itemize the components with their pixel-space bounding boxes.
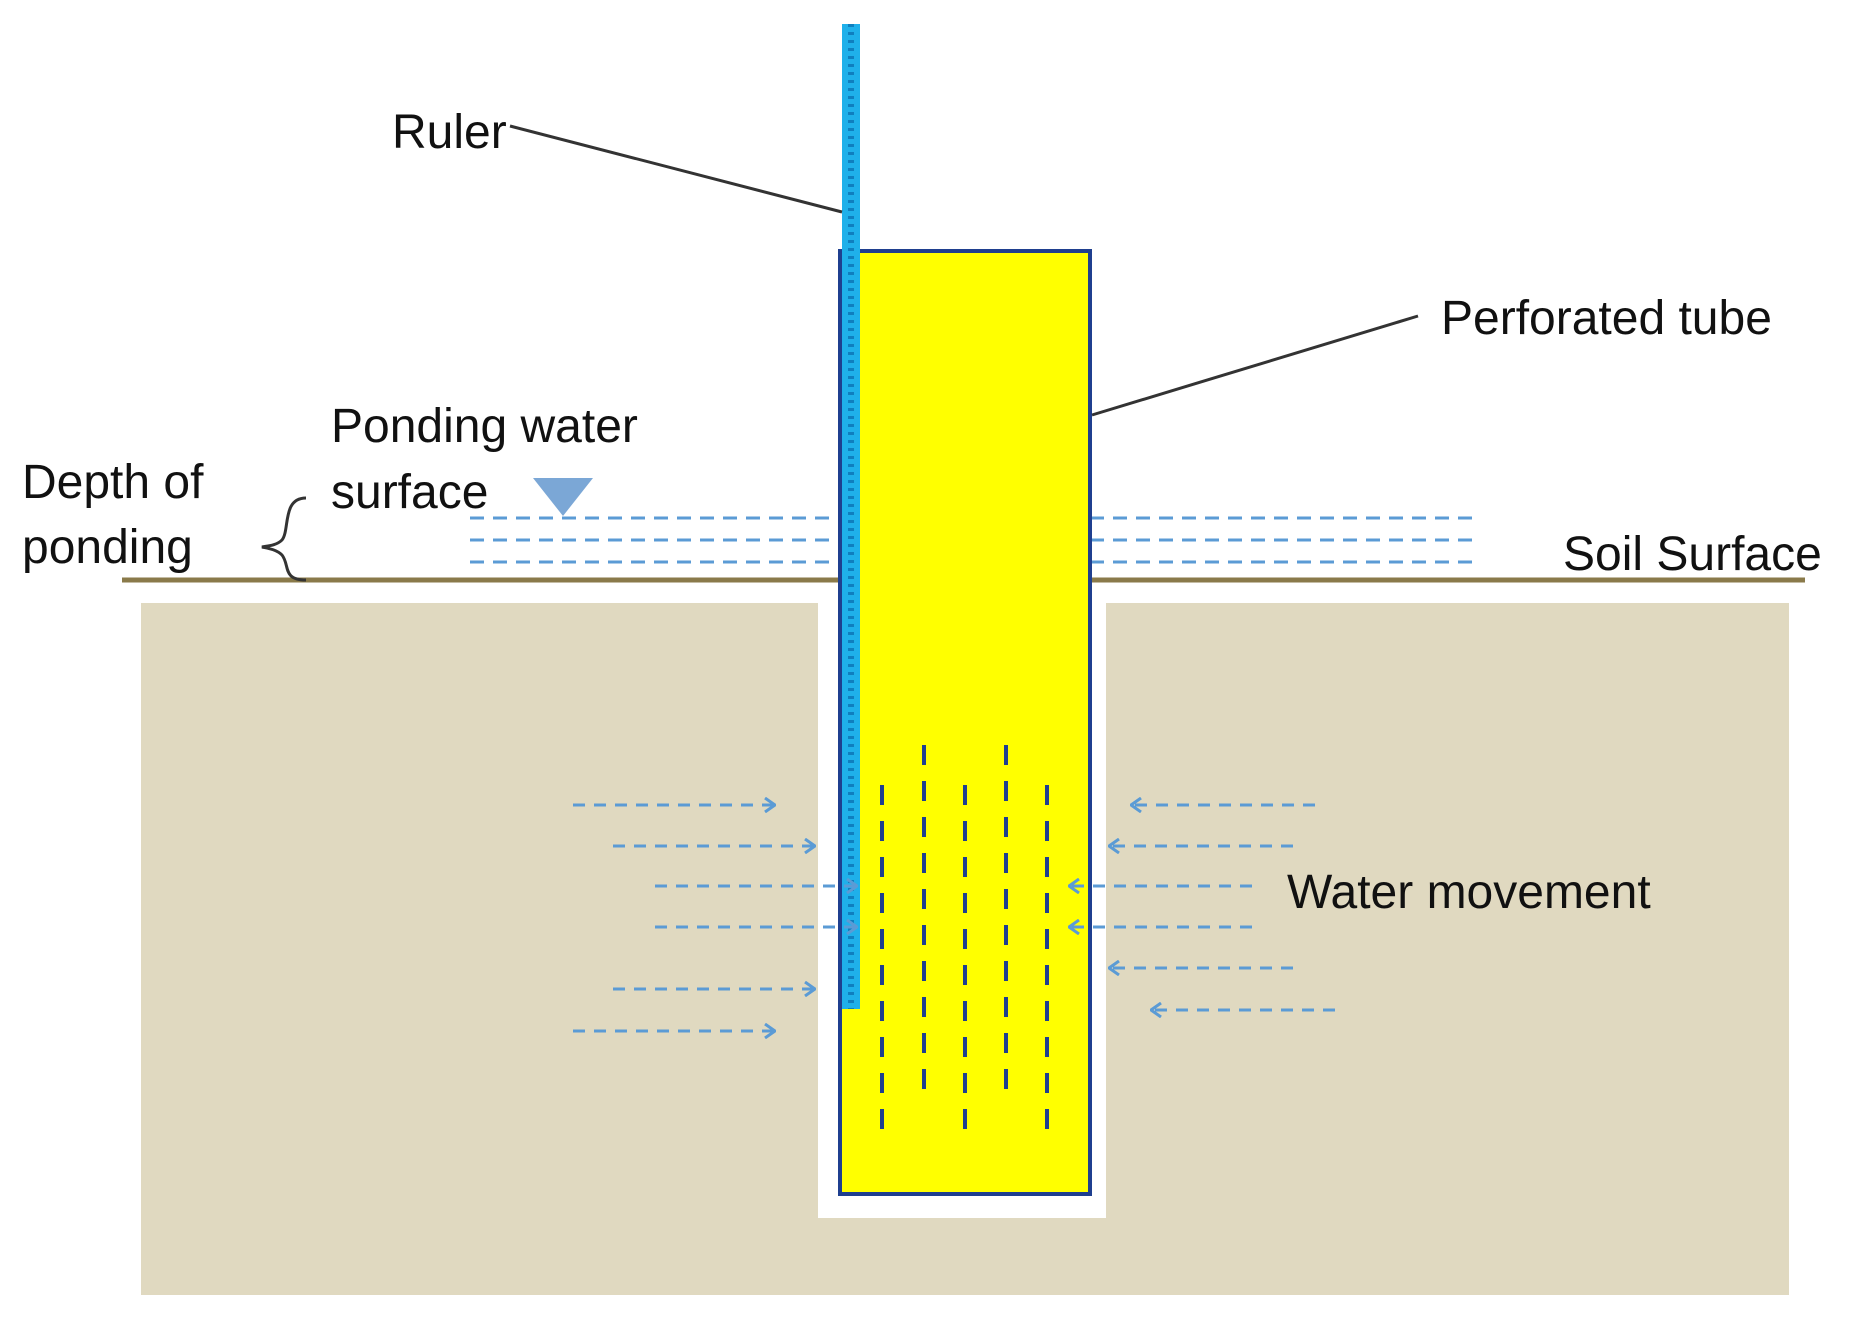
- depth-of-ponding-label-line2: ponding: [22, 521, 193, 574]
- ruler-label: Ruler: [392, 106, 507, 159]
- ponding-water-label-line1: Ponding water: [331, 400, 638, 453]
- depth-of-ponding-label-line1: Depth of: [22, 456, 204, 509]
- tube-leader-line: [1091, 314, 1419, 417]
- water-surface-triangle-icon: [533, 478, 593, 516]
- curly-brace-icon: [261, 496, 307, 582]
- ponding-water-lines: [470, 516, 1475, 564]
- water-movement-label: Water movement: [1287, 866, 1651, 919]
- perforated-tube-label: Perforated tube: [1441, 292, 1772, 345]
- water-movement-arrows: [573, 805, 1335, 1031]
- tube-perforations: [880, 745, 1049, 1140]
- ponding-water-label-line2: surface: [331, 466, 488, 519]
- ruler-leader-line: [509, 124, 843, 214]
- soil-surface-label: Soil Surface: [1563, 528, 1822, 581]
- perforated-tube: [838, 249, 1092, 1196]
- ruler: [842, 24, 860, 1009]
